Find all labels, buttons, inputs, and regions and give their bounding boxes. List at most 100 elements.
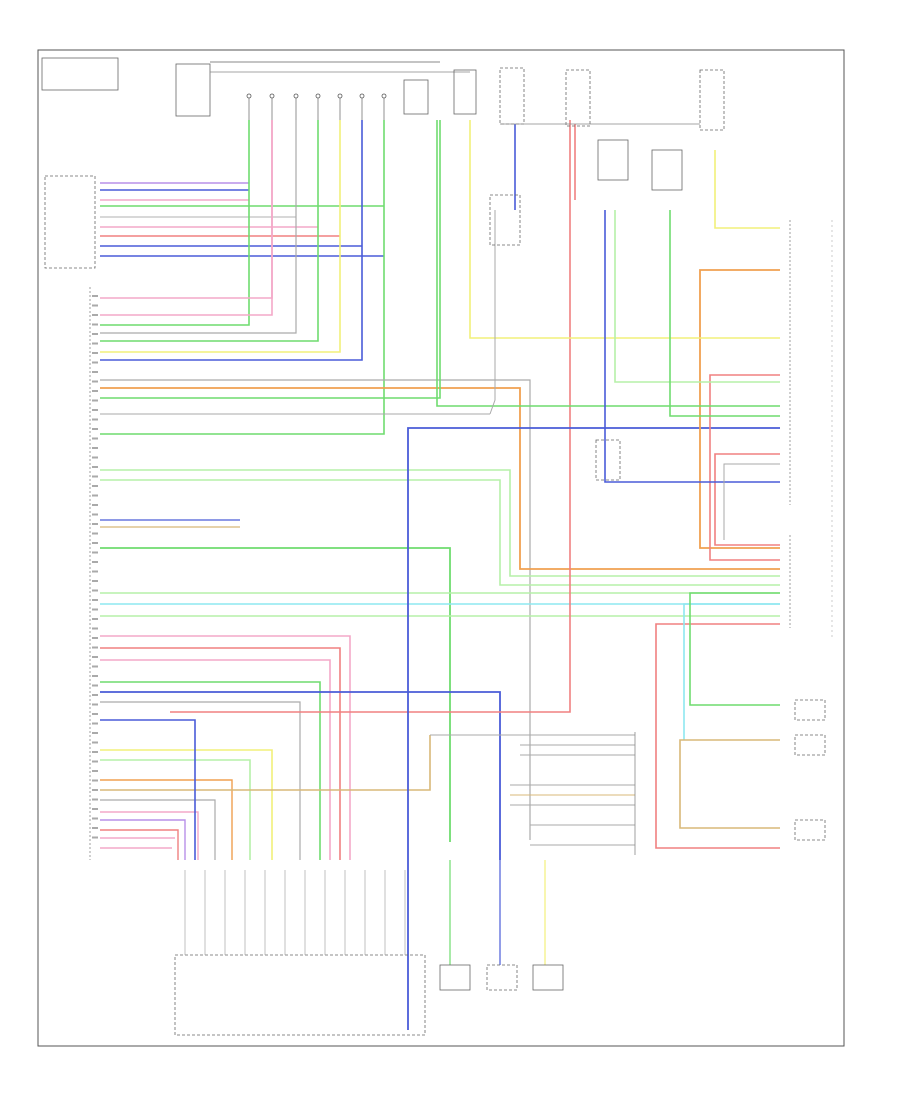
tcm-pin-mark	[92, 371, 98, 373]
tcm-pin-mark	[92, 409, 98, 411]
wire	[100, 120, 441, 399]
throttle-sensor-box	[794, 699, 826, 721]
wire	[669, 210, 780, 417]
wire	[100, 819, 186, 860]
tcm-pin-mark	[92, 456, 98, 459]
wire	[714, 453, 780, 546]
wire	[100, 120, 385, 435]
tcm-pin-mark	[92, 741, 98, 744]
fuse-relay-box	[175, 63, 211, 117]
wire	[100, 635, 351, 860]
wire	[100, 479, 780, 586]
tcm-pin-mark	[92, 836, 98, 839]
ignition-switch-box-2	[565, 69, 591, 127]
tcm-pin-mark	[92, 608, 98, 611]
tcm-pin-mark	[92, 703, 98, 706]
wire-group	[100, 120, 780, 1030]
wire	[655, 623, 780, 849]
wire	[100, 387, 780, 570]
shift-solenoid-connector	[595, 439, 621, 481]
tcm-pin-mark	[92, 504, 98, 506]
wire	[723, 463, 780, 540]
relay-small	[453, 69, 477, 115]
wire	[100, 547, 451, 842]
tcm-pin-mark	[92, 646, 98, 649]
wire	[100, 681, 321, 860]
wire	[699, 269, 780, 549]
throttle-sensor-box-2	[794, 734, 826, 756]
wire	[100, 469, 780, 577]
tcm-pin-mark	[92, 570, 98, 573]
wire	[689, 592, 780, 706]
tcm-pin-mark	[92, 295, 98, 297]
tcm-pin-mark	[92, 789, 98, 791]
speed-sensor-connector	[597, 139, 629, 181]
wire	[100, 120, 341, 353]
connector-pin-group	[92, 295, 98, 839]
tcm-pin-mark	[92, 675, 98, 677]
ect-sensor-box	[794, 819, 826, 841]
wire	[100, 779, 233, 860]
speed-sensor-connector-2	[651, 149, 683, 191]
wire	[100, 659, 331, 860]
tcm-pin-mark	[92, 827, 98, 829]
tcm-pin-mark	[92, 523, 98, 525]
torque-converter-clutch	[532, 964, 564, 991]
tcm-pin-mark	[92, 798, 98, 801]
data-link-connector-box	[41, 57, 119, 91]
tcm-pin-mark	[92, 599, 98, 601]
wire	[489, 210, 496, 415]
tcm-pin-mark	[92, 779, 98, 782]
tcm-pin-mark	[92, 760, 98, 763]
ignition-switch-box-3	[699, 69, 725, 131]
wire	[604, 210, 780, 483]
component-group	[41, 57, 833, 1036]
wire	[100, 759, 251, 860]
tcm-pin-mark	[92, 333, 98, 335]
tcm-pin-mark	[92, 665, 98, 668]
tcm-pin-mark	[92, 808, 98, 810]
wire	[100, 749, 273, 860]
diagram-border	[37, 49, 845, 1047]
wire	[170, 120, 571, 713]
tcm-pin-mark	[92, 684, 98, 687]
wire	[407, 427, 780, 1030]
tcm-pin-mark	[92, 770, 98, 772]
wire	[436, 120, 780, 407]
tcm-pin-mark	[92, 627, 98, 630]
tcm-pin-mark	[92, 751, 98, 753]
tcm-pin-mark	[92, 713, 98, 715]
tcm-pin-mark	[92, 475, 98, 478]
tcm-pin-mark	[92, 694, 98, 696]
tcm-pin-mark	[92, 418, 98, 421]
at-solenoid-connector	[174, 954, 426, 1036]
fuse-block-small	[403, 79, 429, 115]
tcm-pin-mark	[92, 314, 98, 316]
wire	[100, 691, 501, 860]
wire	[100, 735, 431, 791]
tcm-pin-mark	[92, 637, 98, 639]
shift-solenoid-a	[439, 964, 471, 991]
wire	[709, 374, 780, 561]
tcm-pin-mark	[92, 551, 98, 554]
wire	[614, 210, 780, 383]
oil-pressure-switch-box	[489, 194, 521, 246]
wire	[100, 829, 179, 860]
wire	[100, 120, 297, 334]
tcm-pin-mark	[92, 361, 98, 364]
wire	[100, 701, 301, 860]
tcm-pin-mark	[92, 722, 98, 725]
tcm-pin-mark	[92, 513, 98, 516]
tcm-pin-mark	[92, 561, 98, 563]
wire	[100, 120, 363, 361]
tcm-pin-mark	[92, 532, 98, 535]
abs-connector-box	[44, 175, 96, 269]
tcm-pin-mark	[92, 580, 98, 582]
wire	[100, 379, 531, 840]
wire	[100, 120, 273, 299]
tcm-pin-mark	[92, 342, 98, 345]
tcm-pin-mark	[92, 447, 98, 449]
tcm-pin-mark	[92, 466, 98, 468]
wire	[100, 120, 319, 342]
tcm-pin-mark	[92, 323, 98, 326]
